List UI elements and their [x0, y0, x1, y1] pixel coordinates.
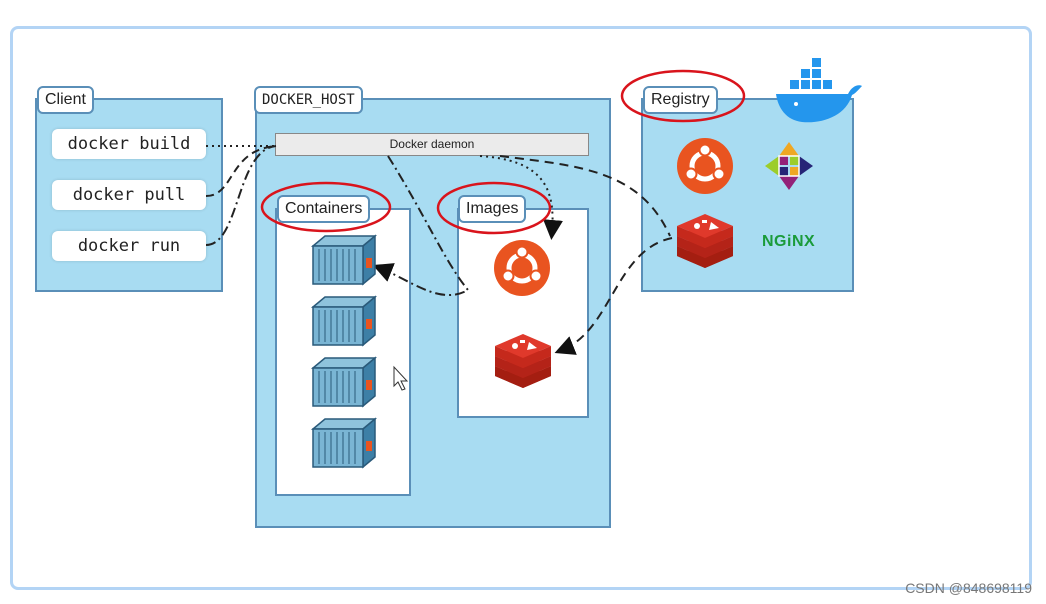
registry-to-redis-dashed: [554, 237, 673, 355]
docker-daemon-bar: Docker daemon: [275, 133, 589, 156]
docker-run-command: docker run: [52, 231, 206, 261]
ubuntu-icon: [677, 138, 733, 194]
containers-highlight: [260, 181, 392, 233]
container-icon: [312, 296, 376, 346]
docker-build-command: docker build: [52, 129, 206, 159]
redis-icon: [677, 214, 733, 268]
registry-title: Registry: [643, 86, 718, 114]
container-icon: [312, 418, 376, 468]
daemon-to-images-dotted: [479, 155, 563, 240]
run-line: [205, 145, 277, 246]
container-icon: [312, 357, 376, 407]
registry-highlight: [620, 69, 746, 123]
daemon-to-container-dashdot: [372, 155, 470, 296]
docker-host-title: DOCKER_HOST: [254, 86, 363, 114]
images-title: Images: [458, 195, 527, 223]
centos-icon: [765, 142, 813, 190]
container-icon: [312, 235, 376, 285]
mouse-cursor-icon: [393, 365, 409, 391]
daemon-to-registry-dashed: [499, 155, 671, 237]
docker-whale-icon: [776, 58, 862, 123]
pull-line: [205, 145, 277, 197]
redis-icon: [495, 334, 551, 388]
docker-pull-command: docker pull: [52, 180, 206, 210]
registry-panel: [641, 98, 854, 292]
containers-title: Containers: [277, 195, 371, 223]
ubuntu-icon: [494, 240, 550, 296]
client-title: Client: [37, 86, 94, 114]
nginx-logo-text: NGiNX: [762, 233, 816, 250]
images-highlight: [436, 181, 552, 235]
highlight-ellipses: [260, 69, 746, 235]
connection-lines: [205, 145, 673, 355]
watermark: CSDN @848698119: [905, 580, 1032, 596]
